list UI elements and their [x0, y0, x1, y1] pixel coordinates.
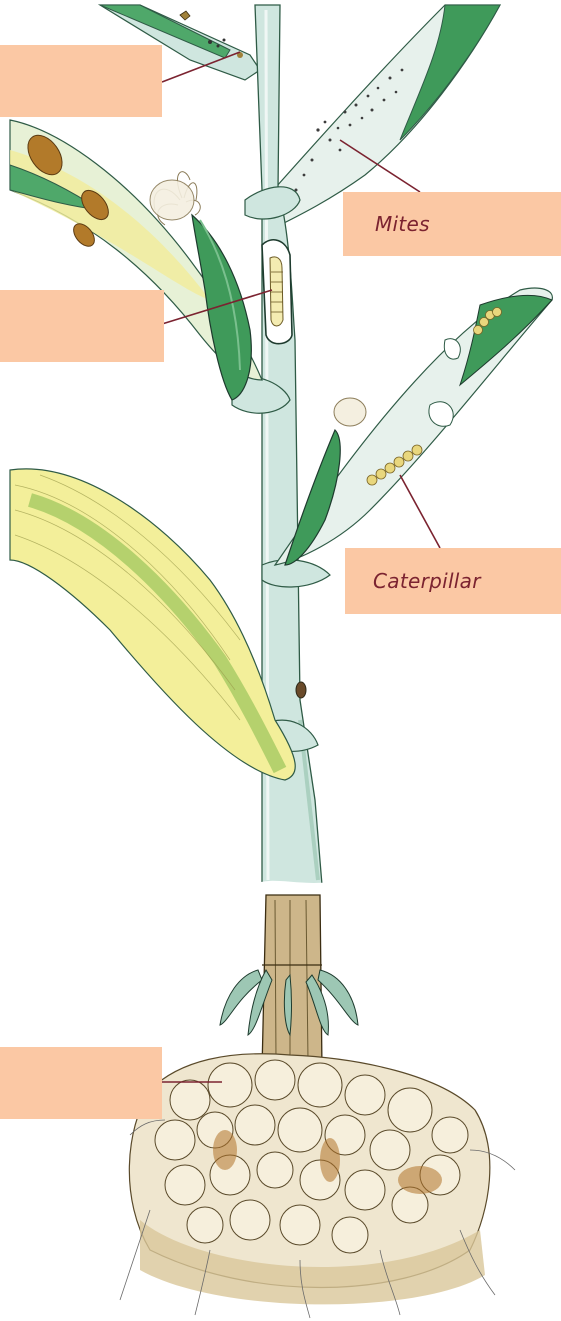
label-box-stem-borer [0, 290, 164, 362]
label-box-mites: Mites [343, 192, 561, 256]
label-box-roots [0, 1047, 162, 1119]
label-box-caterpillar: Caterpillar [345, 548, 561, 614]
root-galls [120, 1054, 515, 1318]
leader-line-caterpillar [400, 475, 440, 548]
stem-break [256, 885, 330, 888]
label-text-mites: Mites [375, 212, 430, 236]
label-box-top [0, 45, 162, 117]
brace-roots [220, 970, 358, 1035]
label-text-caterpillar: Caterpillar [373, 569, 481, 593]
yellowing-leaf [10, 469, 295, 780]
